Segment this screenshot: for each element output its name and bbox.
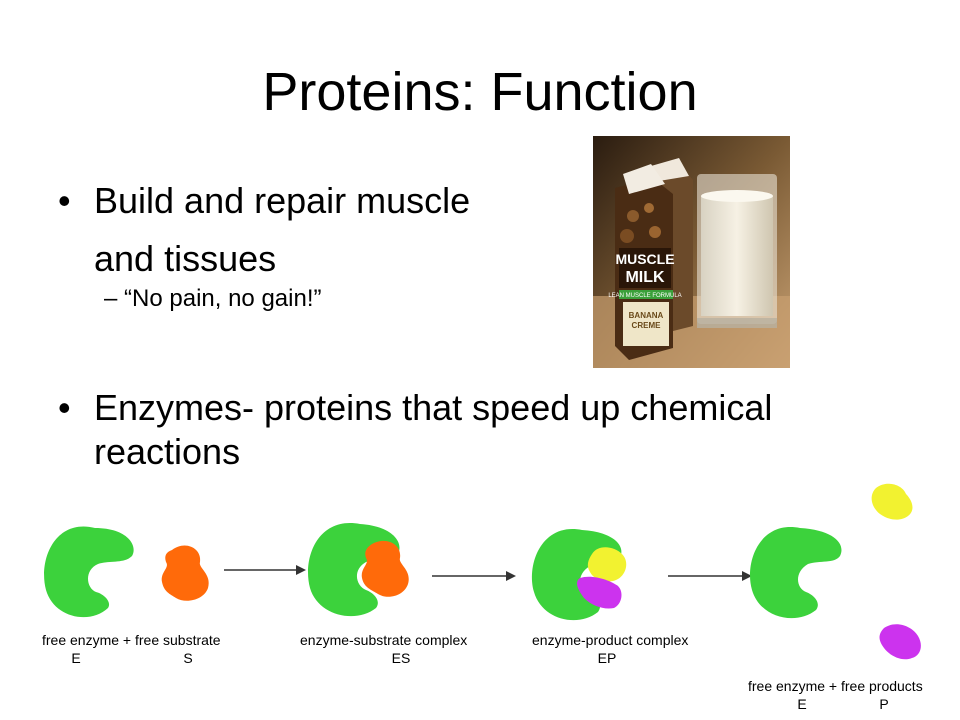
carton-tagline: LEAN MUSCLE FORMULA xyxy=(608,293,681,299)
bullet-symbol: • xyxy=(58,180,71,221)
product-b-shape xyxy=(879,624,921,660)
product-b-shape xyxy=(577,576,622,609)
enzyme-diagram-graphics xyxy=(44,483,921,660)
brand-line1: MUSCLE xyxy=(615,251,674,267)
bullet-text-line1: Build and repair muscle xyxy=(94,180,471,221)
bullet-text-line2: and tissues xyxy=(94,238,277,279)
milk xyxy=(701,196,773,316)
product-a-shape xyxy=(871,483,913,520)
label-stage1-S: S xyxy=(183,650,193,666)
photo-illustration: MUSCLE MILK LEAN MUSCLE FORMULA BANANA C… xyxy=(593,136,790,368)
enzyme-shape xyxy=(44,526,134,618)
substrate-shape xyxy=(161,545,209,601)
label-stage1: free enzyme + free substrate xyxy=(42,632,221,648)
enzyme-diagram: free enzyme + free substrate E S enzyme-… xyxy=(0,470,960,720)
sub-bullet: – “No pain, no gain!” xyxy=(104,283,321,315)
product-a-shape xyxy=(587,547,627,582)
label-stage4-P: P xyxy=(879,696,889,712)
arrow-2-head xyxy=(506,571,516,581)
label-stage3: enzyme-product complex xyxy=(532,632,689,648)
label-stage3-sym: EP xyxy=(597,650,617,666)
sub-bullet-dash: – xyxy=(104,285,118,312)
bullet-text: Enzymes- proteins that speed up chemical… xyxy=(94,387,773,470)
muscle-milk-photo: MUSCLE MILK LEAN MUSCLE FORMULA BANANA C… xyxy=(593,136,790,368)
label-stage1-E: E xyxy=(71,650,81,666)
arrow-3-head xyxy=(742,571,752,581)
bullet-enzymes: • Enzymes- proteins that speed up chemic… xyxy=(58,386,928,470)
brand-line2: MILK xyxy=(625,269,665,286)
slide-title: Proteins: Function xyxy=(262,62,698,122)
label-stage4: free enzyme + free products xyxy=(748,678,923,694)
label-stage2: enzyme-substrate complex xyxy=(300,632,468,648)
sub-bullet-text: “No pain, no gain!” xyxy=(124,285,322,312)
label-stage2-sym: ES xyxy=(391,650,411,666)
arrow-1-head xyxy=(296,565,306,575)
bullet-build-repair: • Build and repair muscle and tissues xyxy=(58,172,598,288)
flavor-line1: BANANA xyxy=(629,311,664,320)
enzyme-shape xyxy=(750,527,842,619)
flavor-line2: CREME xyxy=(632,321,662,330)
substrate-shape xyxy=(361,540,409,597)
label-stage4-E: E xyxy=(797,696,807,712)
bullet-symbol: • xyxy=(58,387,71,428)
